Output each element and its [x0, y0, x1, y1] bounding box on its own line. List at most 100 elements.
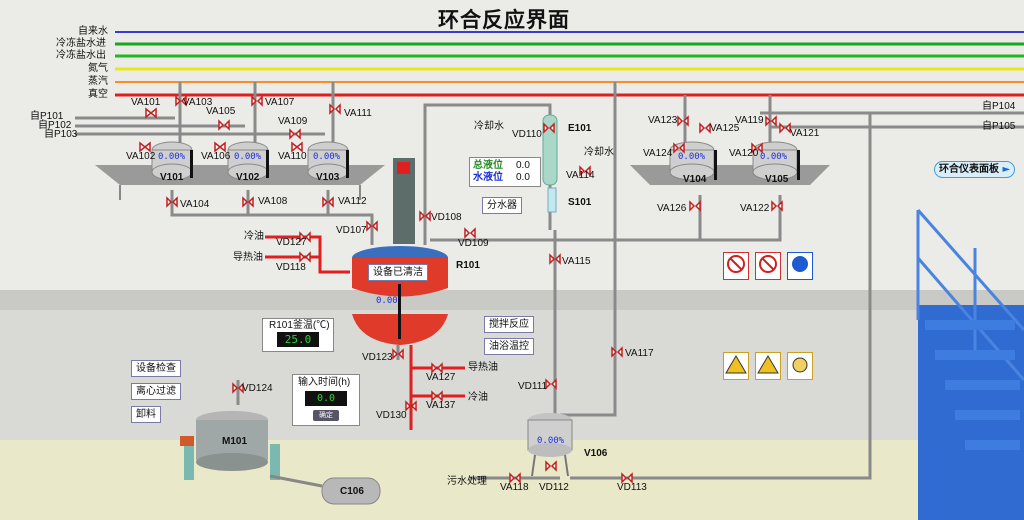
valve-va119[interactable]: VA119: [735, 115, 764, 126]
pipe-label-steam: 蒸汽: [88, 76, 108, 87]
valve-va123[interactable]: VA123: [648, 115, 678, 126]
no-fire-sign-icon: [755, 252, 781, 280]
valve-va108[interactable]: VA108: [258, 196, 288, 207]
safety-helmet-sign-icon: [787, 352, 813, 380]
valve-va121[interactable]: VA121: [790, 128, 820, 139]
valve-va127[interactable]: VA127: [426, 372, 456, 383]
time-input-panel: 输入时间(h) 0.0 确定: [292, 374, 360, 426]
m101-name[interactable]: M101: [222, 436, 248, 447]
centrifuge-button[interactable]: 离心过滤: [131, 383, 181, 400]
v102-level: 0.00%: [234, 152, 262, 162]
pipe-label-brine-out: 冷冻盐水出: [56, 50, 106, 61]
instrument-panel-button[interactable]: 环合仪表面板 ►: [934, 161, 1016, 178]
v103-level: 0.00%: [313, 152, 341, 162]
stir-reaction-button[interactable]: 搅拌反应: [484, 316, 534, 333]
valve-vd110[interactable]: VD110: [512, 129, 542, 140]
reactor-status: 设备已清洁: [368, 264, 428, 281]
valve-vd124[interactable]: VD124: [242, 383, 273, 394]
v102-name[interactable]: V102: [236, 172, 260, 183]
valve-va126[interactable]: VA126: [657, 203, 687, 214]
v104-name[interactable]: V104: [683, 174, 707, 185]
water-level-value: 0.0: [516, 172, 530, 183]
v105-level: 0.00%: [760, 152, 788, 162]
feed-label-p104: 自P104: [982, 101, 1016, 112]
feed-label-p102: 自P102: [38, 120, 72, 131]
valve-va124[interactable]: VA124: [643, 148, 673, 159]
valve-va118[interactable]: VA118: [500, 482, 529, 493]
cooling-water-out-label: 冷却水: [584, 147, 614, 158]
c106-name[interactable]: C106: [340, 486, 364, 497]
cooling-water-in-label: 冷却水: [474, 121, 504, 132]
valve-vd107[interactable]: VD107: [336, 225, 367, 236]
valve-vd130[interactable]: VD130: [376, 410, 407, 421]
hot-oil-label: 导热油: [233, 252, 263, 263]
valve-va120[interactable]: VA120: [729, 148, 759, 159]
page-title: 环合反应界面: [438, 8, 570, 32]
v104-level: 0.00%: [678, 152, 706, 162]
v106-name[interactable]: V106: [584, 448, 608, 459]
cold-oil-label-2: 冷油: [468, 392, 488, 403]
valve-vd118[interactable]: VD118: [276, 262, 306, 273]
valve-va107[interactable]: VA107: [265, 97, 295, 108]
separator-button[interactable]: 分水器: [482, 197, 522, 214]
valve-va103[interactable]: VA103: [183, 97, 213, 108]
oil-bath-button[interactable]: 油浴温控: [484, 338, 534, 355]
unload-button[interactable]: 卸料: [131, 406, 161, 423]
valve-va122[interactable]: VA122: [740, 203, 770, 214]
protective-gear-sign-icon: [787, 252, 813, 280]
temperature-panel: R101釜温(℃) 25.0: [262, 318, 334, 352]
s101-name[interactable]: S101: [568, 197, 592, 208]
valve-vd112[interactable]: VD112: [539, 482, 569, 493]
e101-name[interactable]: E101: [568, 123, 592, 134]
valve-vd113[interactable]: VD113: [617, 482, 647, 493]
pipe-label-nitrogen: 氮气: [88, 63, 108, 74]
no-smoking-sign-icon: [723, 252, 749, 280]
valve-va125[interactable]: VA125: [710, 123, 740, 134]
total-level-label: 总液位: [473, 160, 503, 171]
valve-va106[interactable]: VA106: [201, 151, 231, 162]
total-level-value: 0.0: [516, 160, 530, 171]
v106-level: 0.00%: [537, 436, 565, 446]
arrow-right-icon: ►: [1002, 164, 1011, 175]
v101-name[interactable]: V101: [160, 172, 184, 183]
valve-va117[interactable]: VA117: [625, 348, 654, 359]
separator-level-panel: 总液位 0.0 水液位 0.0: [469, 157, 541, 187]
valve-va105[interactable]: VA105: [206, 106, 236, 117]
hot-oil-label-2: 导热油: [468, 362, 498, 373]
temperature-display: 25.0: [277, 332, 319, 347]
valve-va115[interactable]: VA115: [562, 256, 591, 267]
valve-va109[interactable]: VA109: [278, 116, 308, 127]
v103-name[interactable]: V103: [316, 172, 340, 183]
valve-va102[interactable]: VA102: [126, 151, 156, 162]
valve-vd109[interactable]: VD109: [458, 238, 489, 249]
valve-va111[interactable]: VA111: [344, 108, 372, 119]
pipe-label-vacuum: 真空: [88, 89, 108, 100]
valve-vd123[interactable]: VD123: [362, 352, 393, 363]
pipe-label-tap-water: 自来水: [78, 26, 108, 37]
valve-vd127[interactable]: VD127: [276, 237, 307, 248]
v101-level: 0.00%: [158, 152, 186, 162]
valve-va104[interactable]: VA104: [180, 199, 210, 210]
valve-vd108[interactable]: VD108: [431, 212, 462, 223]
v105-name[interactable]: V105: [765, 174, 789, 185]
temperature-label: R101釜温(℃): [269, 320, 330, 331]
valve-va114[interactable]: VA114: [566, 170, 595, 181]
equipment-check-button[interactable]: 设备检查: [131, 360, 181, 377]
cold-oil-label: 冷油: [244, 231, 264, 242]
r101-name[interactable]: R101: [456, 260, 480, 271]
time-input-field[interactable]: 0.0: [305, 391, 347, 406]
r101-level: 0.00: [376, 296, 398, 306]
water-level-label: 水液位: [473, 172, 503, 183]
warning-sign-1-icon: [723, 352, 749, 380]
sewage-label: 污水处理: [447, 476, 487, 487]
valve-va137[interactable]: VA137: [426, 400, 456, 411]
instrument-panel-label: 环合仪表面板: [939, 164, 999, 175]
valve-va112[interactable]: VA112: [338, 196, 367, 207]
valve-va101[interactable]: VA101: [131, 97, 161, 108]
valve-va110[interactable]: VA110: [278, 151, 307, 162]
valve-vd111[interactable]: VD111: [518, 381, 548, 392]
feed-label-p103: 自P103: [44, 129, 78, 140]
confirm-button[interactable]: 确定: [313, 410, 339, 421]
warning-sign-2-icon: [755, 352, 781, 380]
